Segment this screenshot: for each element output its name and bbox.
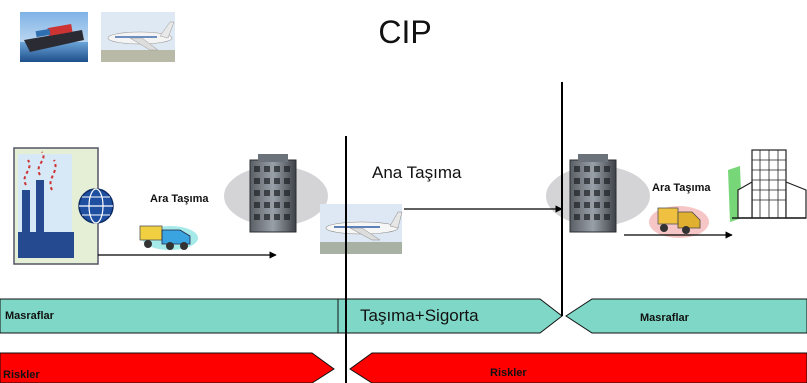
factory-icon	[13, 147, 114, 265]
costs-right-label: Masraflar	[640, 312, 689, 324]
costs-middle-label: Taşıma+Sigorta	[360, 306, 479, 325]
risks-right-label: Riskler	[490, 367, 527, 379]
costs-band-right	[565, 298, 807, 334]
truck-icon	[649, 206, 709, 238]
ship-photo	[20, 12, 88, 62]
main-carriage-label: Ana Taşıma	[372, 163, 462, 182]
airplane-photo	[101, 12, 175, 62]
airplane-icon	[320, 204, 403, 254]
warehouse-building-icon	[224, 154, 328, 233]
risks-band-right	[349, 352, 807, 383]
destination-building-icon	[728, 149, 807, 222]
costs-left-label: Masraflar	[5, 310, 54, 322]
risks-band-left	[0, 352, 335, 383]
pre-carriage-label: Ara Taşıma	[150, 193, 209, 205]
on-carriage-label: Ara Taşıma	[652, 182, 711, 194]
page-title: CIP	[378, 14, 432, 50]
risks-left-label: Riskler	[3, 369, 40, 381]
truck-icon	[139, 225, 198, 250]
costs-band-middle	[337, 298, 563, 334]
warehouse-building-icon	[546, 154, 650, 233]
